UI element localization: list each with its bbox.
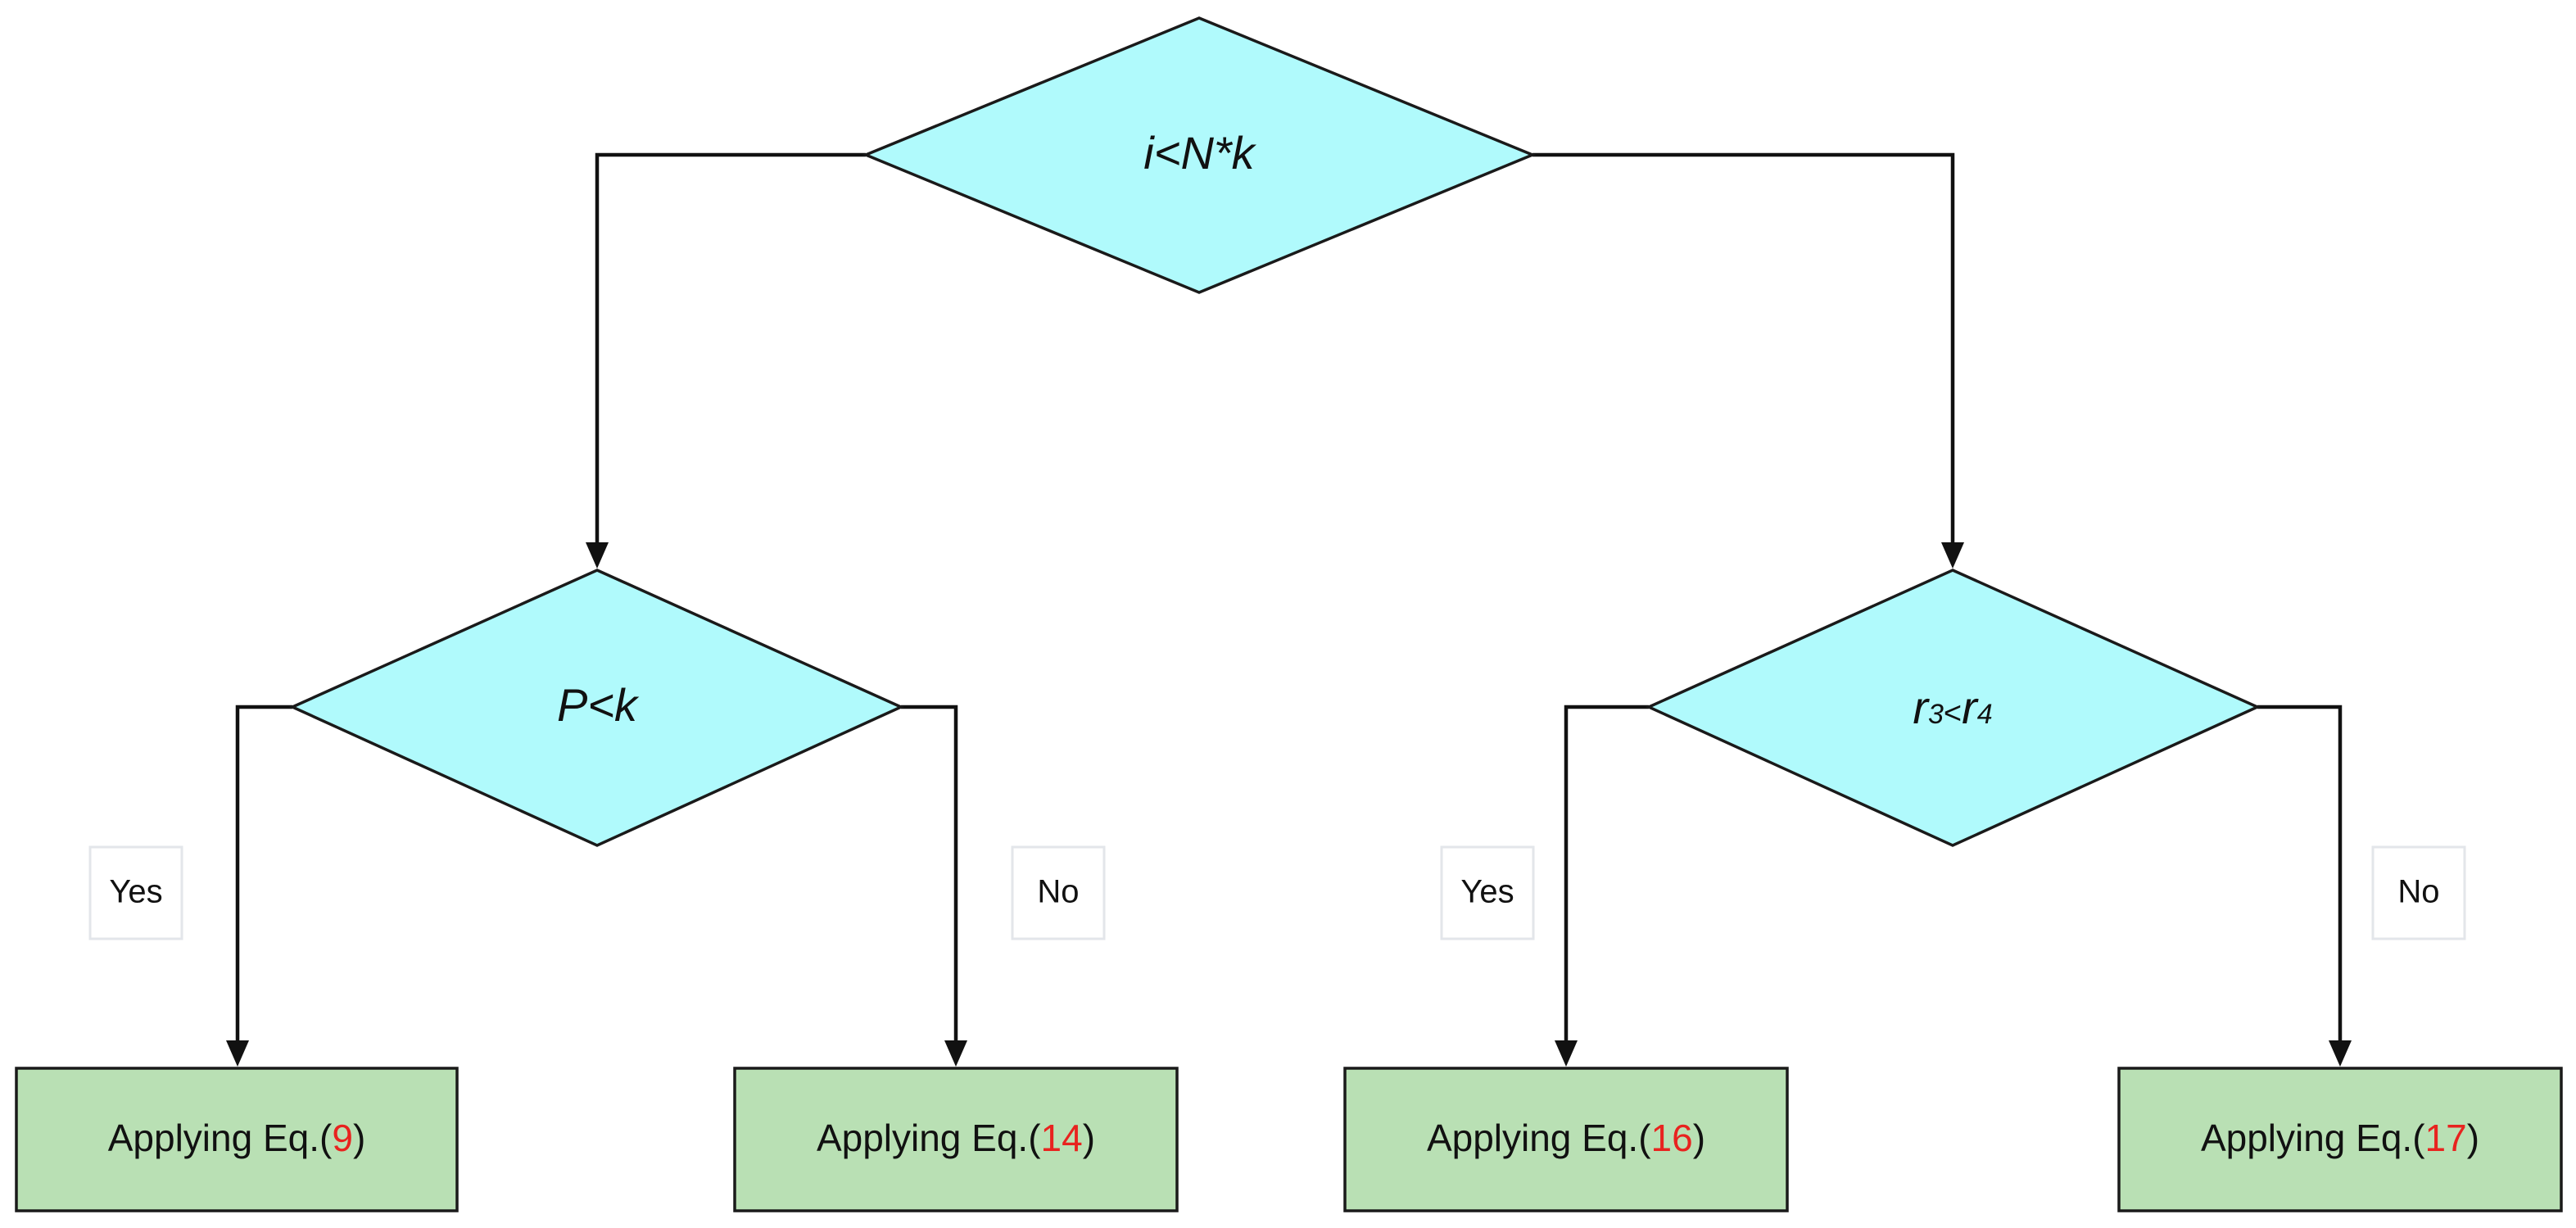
arrowhead-process-14 (944, 1040, 967, 1067)
edge-label-left-no: No (1011, 845, 1106, 940)
process-eq-17: Applying Eq.(17) (2117, 1067, 2563, 1212)
process-eq-9-suffix: ) (353, 1117, 365, 1159)
arrowhead-left-decision (586, 542, 609, 569)
decision-root-shape (862, 16, 1537, 294)
connector-right-yes (1564, 705, 1649, 1044)
connector-left-no (901, 705, 958, 1044)
edge-label-right-yes-text: Yes (1460, 874, 1514, 910)
process-eq-14-suffix: ) (1083, 1117, 1095, 1159)
edge-label-right-yes-box (1440, 845, 1535, 940)
process-eq-16-prefix: Applying Eq.( (1427, 1117, 1651, 1159)
edge-label-right-no: No (2371, 845, 2466, 940)
arrowhead-process-16 (1555, 1040, 1578, 1067)
connector-root-to-left-decision (595, 152, 866, 546)
connector-right-no (2257, 705, 2343, 1044)
process-eq-9-label: Applying Eq.(9) (108, 1117, 366, 1159)
edge-label-left-no-text: No (1037, 874, 1079, 910)
process-eq-14: Applying Eq.(14) (733, 1067, 1179, 1212)
process-eq-16-box (1343, 1067, 1789, 1212)
decision-right: r3<r4 (1645, 569, 2261, 847)
decision-left-shape (288, 569, 905, 847)
decision-left-label: P<k (557, 679, 640, 731)
process-eq-9-box (15, 1067, 459, 1212)
process-eq-9-prefix: Applying Eq.( (108, 1117, 333, 1159)
arrowhead-process-17 (2329, 1040, 2352, 1067)
process-eq-16-suffix: ) (1693, 1117, 1705, 1159)
decision-right-sub-b: 4 (1977, 699, 1993, 730)
process-eq-17-ref: 17 (2425, 1117, 2467, 1159)
edge-label-left-yes-text: Yes (109, 874, 162, 910)
decision-right-operator: < (1944, 696, 1962, 731)
process-eq-9: Applying Eq.(9) (15, 1067, 459, 1212)
decision-right-var-b: r (1962, 682, 1979, 733)
decision-root-label: i<N*k (1143, 127, 1256, 179)
decision-left: P<k (288, 569, 905, 847)
decision-right-shape (1645, 569, 2261, 847)
edge-label-left-yes-box (88, 845, 183, 940)
process-eq-16-ref: 16 (1651, 1117, 1693, 1159)
process-eq-14-prefix: Applying Eq.( (817, 1117, 1041, 1159)
process-eq-17-prefix: Applying Eq.( (2201, 1117, 2425, 1159)
decision-right-sub-a: 3 (1928, 699, 1944, 730)
edge-label-left-yes: Yes (88, 845, 183, 940)
edge-label-right-no-text: No (2397, 874, 2439, 910)
process-eq-17-suffix: ) (2467, 1117, 2479, 1159)
process-eq-9-ref: 9 (332, 1117, 353, 1159)
edge-label-right-no-box (2371, 845, 2466, 940)
process-eq-14-box (733, 1067, 1179, 1212)
arrowhead-right-decision (1941, 542, 1964, 569)
decision-root: i<N*k (862, 16, 1537, 294)
process-eq-17-label: Applying Eq.(17) (2201, 1117, 2479, 1159)
connector-root-to-right-decision (1532, 152, 1955, 546)
decision-right-var-a: r (1913, 682, 1930, 733)
connectors (226, 152, 2352, 1067)
process-eq-17-box (2117, 1067, 2563, 1212)
decision-right-label: r3<r4 (1913, 682, 1992, 733)
process-eq-16-label: Applying Eq.(16) (1427, 1117, 1705, 1159)
edge-label-right-yes: Yes (1440, 845, 1535, 940)
process-eq-16: Applying Eq.(16) (1343, 1067, 1789, 1212)
process-eq-14-label: Applying Eq.(14) (817, 1117, 1095, 1159)
arrowhead-process-9 (226, 1040, 249, 1067)
process-eq-14-ref: 14 (1041, 1117, 1083, 1159)
edge-label-left-no-box (1011, 845, 1106, 940)
connector-left-yes (235, 705, 292, 1044)
